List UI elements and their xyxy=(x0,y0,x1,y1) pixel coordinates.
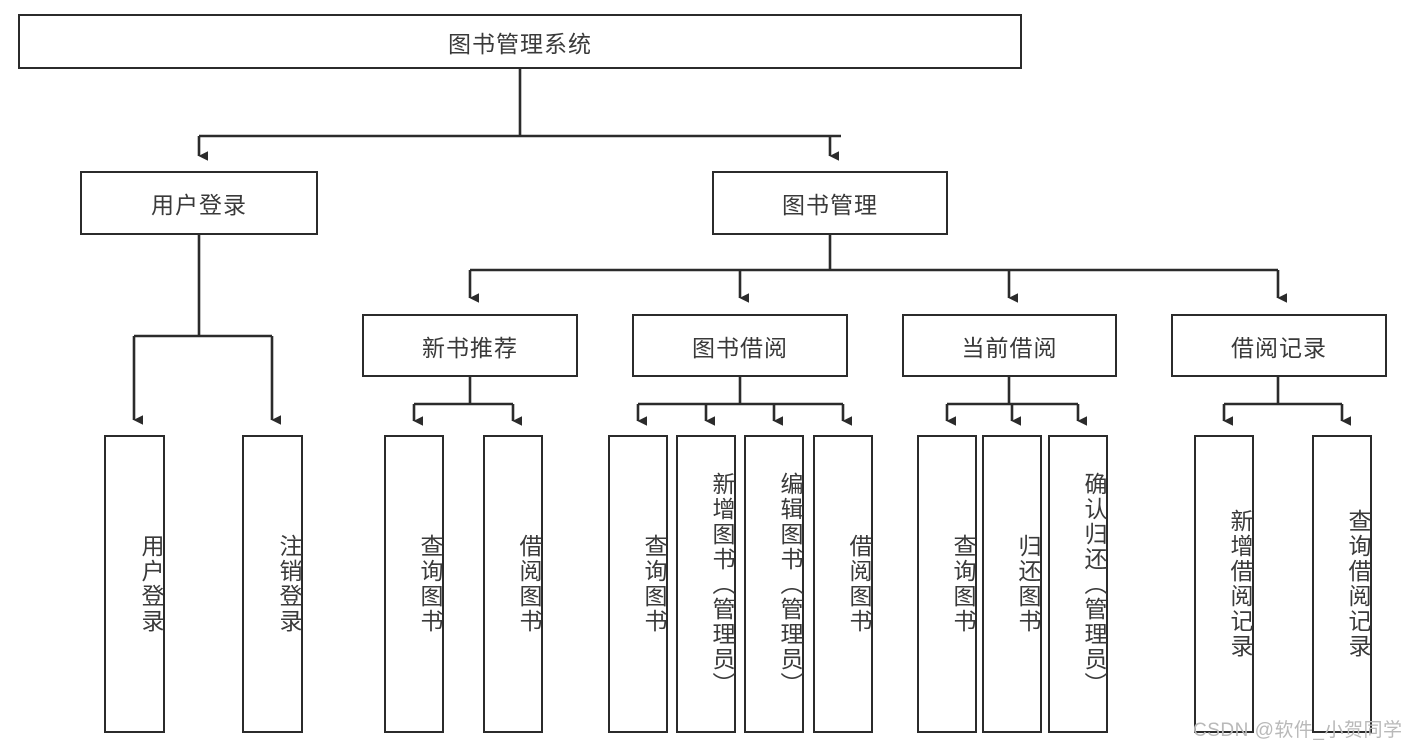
node-borrow-record[interactable]: 借阅记录 xyxy=(1171,314,1387,377)
leaf-book-borrow-3[interactable]: 借阅图书 xyxy=(813,435,873,733)
node-user-login[interactable]: 用户登录 xyxy=(80,171,318,235)
node-user-login-label: 用户登录 xyxy=(151,192,247,218)
node-book-borrow[interactable]: 图书借阅 xyxy=(632,314,848,377)
leaf-new-book-0-label: 查询图书 xyxy=(417,534,443,634)
leaf-current-borrow-2[interactable]: 确认归还（管理员） xyxy=(1048,435,1108,733)
leaf-current-borrow-2-label: 确认归还（管理员） xyxy=(1081,471,1107,697)
leaf-current-borrow-1[interactable]: 归还图书 xyxy=(982,435,1042,733)
node-new-book-recommend-label: 新书推荐 xyxy=(422,334,518,361)
leaf-book-borrow-1-label: 新增图书（管理员） xyxy=(709,471,735,697)
leaf-borrow-record-0-label: 新增借阅记录 xyxy=(1227,509,1253,659)
leaf-book-borrow-2-label: 编辑图书（管理员） xyxy=(777,471,803,697)
node-book-manage[interactable]: 图书管理 xyxy=(712,171,948,235)
leaf-current-borrow-1-label: 归还图书 xyxy=(1015,534,1041,634)
node-root[interactable]: 图书管理系统 xyxy=(18,14,1022,69)
node-root-label: 图书管理系统 xyxy=(448,30,592,57)
node-book-manage-label: 图书管理 xyxy=(782,192,878,218)
leaf-book-borrow-0[interactable]: 查询图书 xyxy=(608,435,668,733)
leaf-current-borrow-0[interactable]: 查询图书 xyxy=(917,435,977,733)
node-current-borrow[interactable]: 当前借阅 xyxy=(902,314,1117,377)
leaf-current-borrow-0-label: 查询图书 xyxy=(950,534,976,634)
leaf-user-login-0-label: 用户登录 xyxy=(138,534,164,634)
leaf-user-login-1[interactable]: 注销登录 xyxy=(242,435,303,733)
leaf-book-borrow-2[interactable]: 编辑图书（管理员） xyxy=(744,435,804,733)
csdn-watermark: CSDN @软件_小贺同学 xyxy=(1193,720,1403,741)
leaf-new-book-0[interactable]: 查询图书 xyxy=(384,435,444,733)
leaf-book-borrow-1[interactable]: 新增图书（管理员） xyxy=(676,435,736,733)
leaf-borrow-record-0[interactable]: 新增借阅记录 xyxy=(1194,435,1254,733)
leaf-book-borrow-0-label: 查询图书 xyxy=(641,534,667,634)
leaf-book-borrow-3-label: 借阅图书 xyxy=(846,534,872,634)
leaf-user-login-0[interactable]: 用户登录 xyxy=(104,435,165,733)
leaf-new-book-1-label: 借阅图书 xyxy=(516,534,542,634)
node-current-borrow-label: 当前借阅 xyxy=(961,334,1058,361)
node-borrow-record-label: 借阅记录 xyxy=(1231,334,1327,361)
node-book-borrow-label: 图书借阅 xyxy=(692,334,788,361)
leaf-new-book-1[interactable]: 借阅图书 xyxy=(483,435,543,733)
leaf-borrow-record-1-label: 查询借阅记录 xyxy=(1345,509,1371,659)
leaf-borrow-record-1[interactable]: 查询借阅记录 xyxy=(1312,435,1372,733)
node-new-book-recommend[interactable]: 新书推荐 xyxy=(362,314,578,377)
leaf-user-login-1-label: 注销登录 xyxy=(276,534,302,634)
